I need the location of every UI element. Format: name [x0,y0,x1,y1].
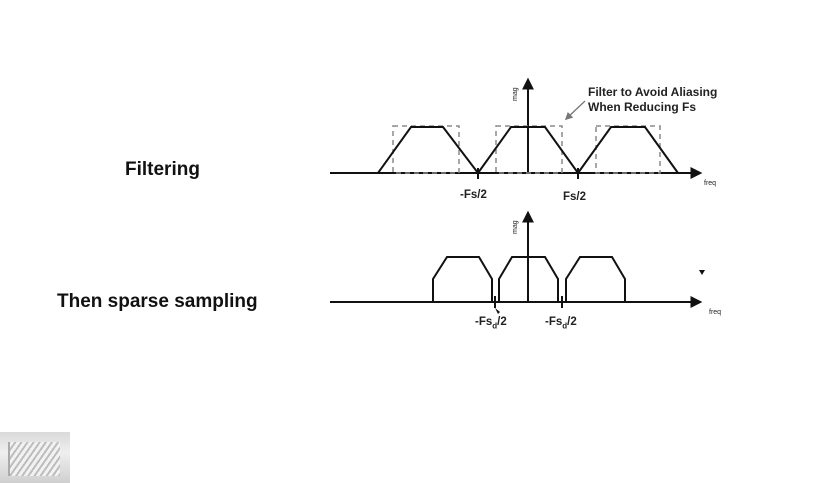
sparse-sampling-label: Then sparse sampling [57,291,258,312]
bottom-tick-neg-suffix: /2 [497,316,507,328]
bottom-y-axis-label: mag [512,220,519,234]
thumbnail-image [8,442,60,476]
small-pointer-icon [495,308,500,314]
callout-arrow [564,100,586,121]
callout-line-1: Filter to Avoid Aliasing [588,85,718,99]
small-triangle-icon [699,270,705,275]
top-spectrum [330,77,703,179]
bottom-tick-pos-prefix: -Fs [545,316,563,328]
filter-callout: Filter to Avoid Aliasing When Reducing F… [588,85,717,115]
bottom-tick-neg-label: -Fsd/2 [475,316,507,330]
top-spectrum-copy-center [477,126,579,174]
top-tick-pos-label: Fs/2 [563,191,587,203]
corner-video-thumbnail [0,432,70,483]
bottom-spectrum-copy-left [432,256,493,302]
bottom-tick-pos-label: -Fsd/2 [545,316,577,330]
top-y-axis-label: mag [512,87,519,101]
top-tick-neg-label: -Fs/2 [460,189,487,201]
top-x-axis-label: freq [704,180,717,187]
bottom-spectrum-copy-right [565,256,626,302]
top-spectrum-copy-left [377,126,479,174]
bottom-tick-neg-prefix: -Fs [475,316,493,328]
bottom-tick-pos-suffix: /2 [567,316,577,328]
bottom-spectrum [330,210,705,314]
top-spectrum-copy-right [577,126,679,174]
bottom-tick-neg-sub: d [492,321,498,331]
filtering-label: Filtering [125,159,200,180]
bottom-tick-pos-sub: d [562,321,568,331]
top-dashed-filter-left [392,125,460,174]
bottom-x-axis-label: freq [709,309,722,316]
callout-line-2: When Reducing Fs [588,100,696,114]
bottom-spectrum-copy-center [498,256,559,302]
